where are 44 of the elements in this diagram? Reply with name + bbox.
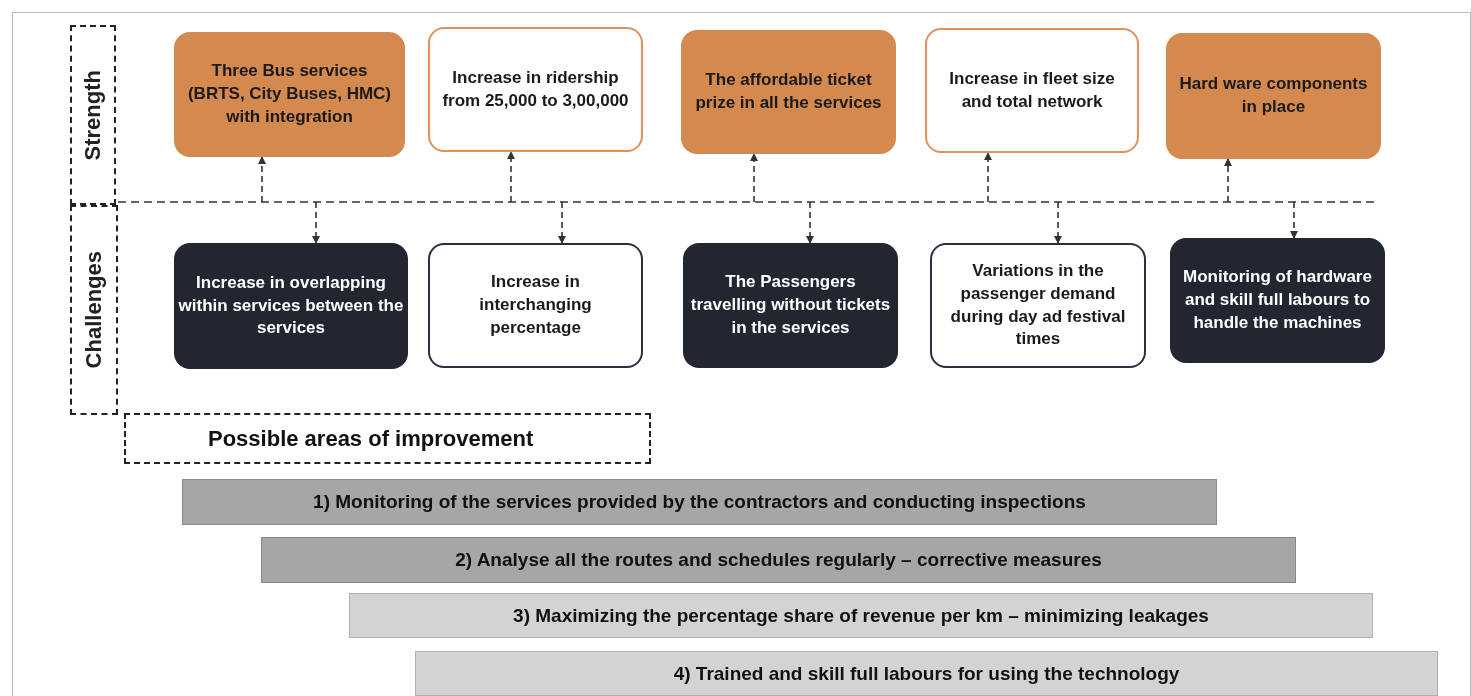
node-text: Increase in interchanging percentage [478,271,593,339]
dashed-arrow [507,151,515,203]
strength-box [174,32,405,157]
challenge-box [683,243,898,368]
node-text: 1) Monitoring of the services provided by the contractors and conducting inspections [313,490,1086,515]
strength-box [1166,33,1381,159]
section-label [70,205,118,415]
dashed-arrow [258,156,266,203]
strength-box [925,28,1139,153]
dashed-arrow [1224,158,1232,203]
node-text: Hard ware components in place [1178,73,1369,118]
dashed-arrow [1290,201,1298,239]
section-label [70,25,116,205]
dashed-arrow [1054,201,1062,244]
dashed-arrow [312,201,320,244]
improvement-bar [261,537,1296,583]
challenge-box [174,243,408,369]
node-text: Possible areas of improvement [208,424,534,453]
heading-box [124,413,651,464]
node-text: 3) Maximizing the percentage share of revenue per km – minimizing leakages [513,603,1209,628]
challenge-box [428,243,643,368]
node-text: 2) Analyse all the routes and schedules regularly – corrective measures [455,548,1102,573]
node-text: Increase in ridership from 25,000 to 3,00,000 [441,66,630,112]
node-text: Increase in overlapping within services between the services [178,271,404,340]
node-text: The Passengers travelling without tickets in the services [689,271,892,339]
node-text: Variations in the passenger demand during day ad festival times [949,259,1127,351]
improvement-bar [415,651,1438,696]
node-text: 4) Trained and skill full labours for using the technology [673,661,1180,686]
challenge-box [1170,238,1385,363]
section-title: Challenges [80,251,108,369]
improvement-bar [349,593,1373,638]
dashed-arrow [750,153,758,203]
dashed-arrow [984,152,992,203]
node-text: The affordable ticket prize in all the services [694,69,883,114]
strength-box [681,30,896,154]
node-text: Monitoring of hardware and skill full labours to handle the machines [1182,266,1373,334]
node-text: Three Bus services (BRTS, City Buses, HMC) with integration [186,60,393,128]
section-title: Strength [79,69,107,161]
strength-box [428,27,643,152]
challenge-box [930,243,1146,368]
improvement-bar [182,479,1217,525]
node-text: Increase in fleet size and total network [948,67,1116,113]
dashed-arrow [806,201,814,244]
dashed-arrow [558,201,566,244]
